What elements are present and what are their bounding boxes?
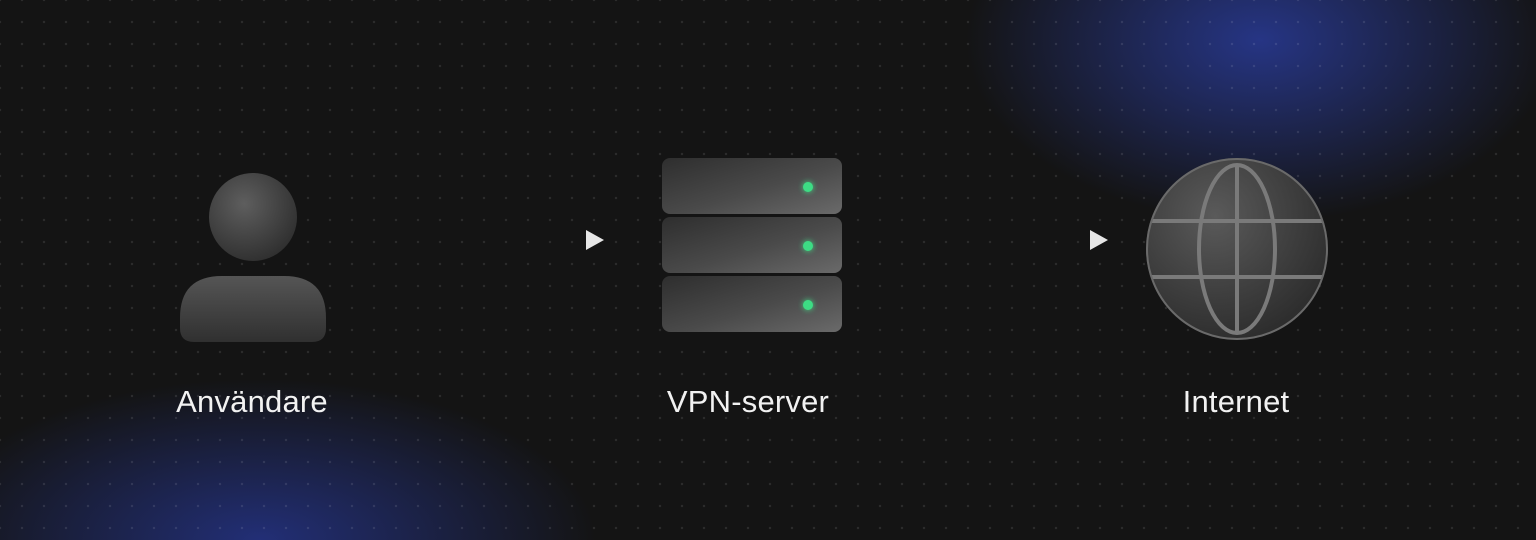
server-icon: [662, 158, 842, 332]
node-label-user: Användare: [176, 384, 328, 419]
status-led: [803, 241, 813, 251]
node-label-vpn-server: VPN-server: [666, 384, 830, 419]
arrow-vpn-to-internet: [874, 230, 1108, 250]
globe-icon: [1146, 158, 1328, 340]
status-led: [803, 300, 813, 310]
arrow-user-to-vpn: [370, 230, 604, 250]
status-led: [803, 182, 813, 192]
node-label-internet: Internet: [1182, 384, 1290, 419]
user-icon: [180, 173, 326, 342]
